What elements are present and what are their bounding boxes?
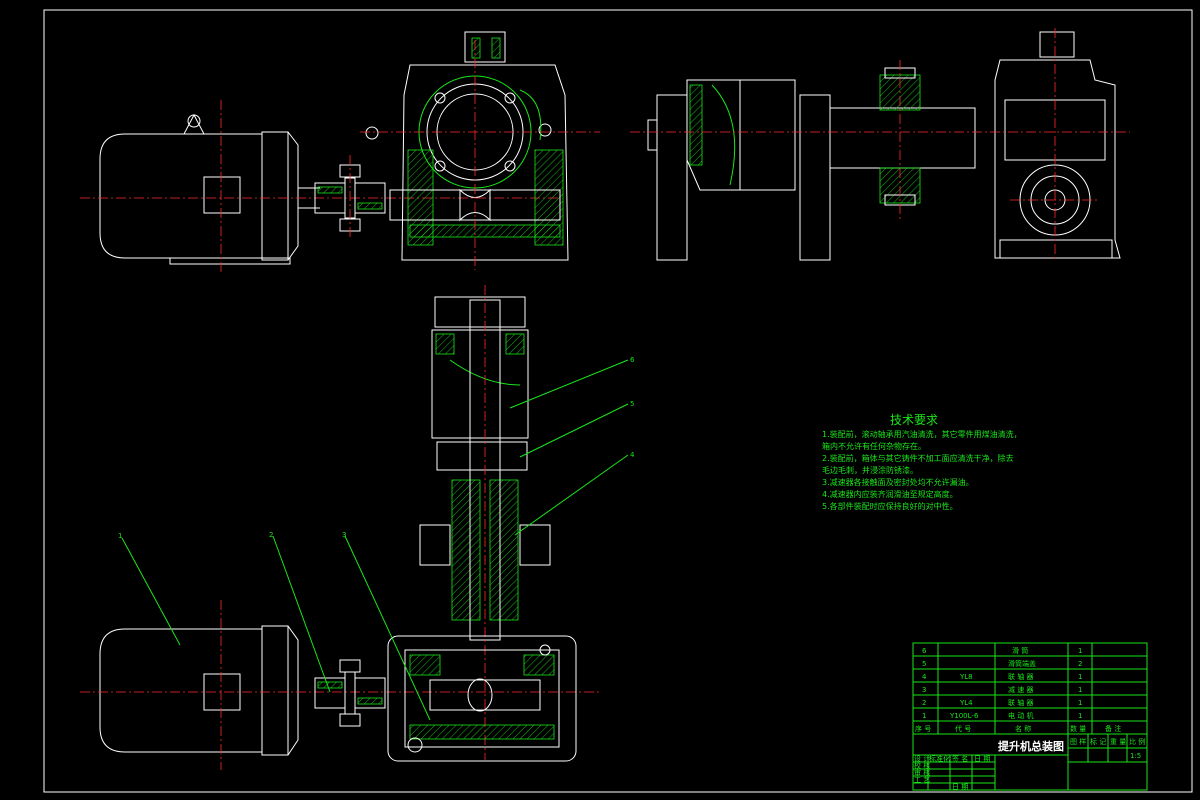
tech-line: 4.减速器内应装齐润滑油至规定高度。 [822, 489, 958, 499]
leader-label: 1 [118, 532, 122, 540]
bottom-motor-view [80, 600, 600, 770]
leader-lines [121, 359, 629, 721]
part-no: 2 [922, 699, 926, 707]
title-block-header: 重 量 [1110, 738, 1126, 746]
tech-line: 2.装配前，箱体与其它铸件不加工面应清洗干净，除去 [822, 453, 1014, 463]
tech-requirements-title: 技术要求 [890, 413, 938, 427]
top-side-view [630, 28, 1130, 261]
title-row: 设 计 [914, 754, 930, 763]
scale-value: 1:5 [1130, 752, 1141, 760]
part-name: 电 动 机 [1008, 711, 1033, 720]
tech-requirements: 技术要求 1.装配前，滚动轴承用汽油清洗，其它零件用煤油清洗， 箱内不允许有任何… [822, 413, 1022, 511]
header-qty: 数 量 [1070, 724, 1086, 733]
part-name: 减 速 器 [1008, 685, 1033, 694]
part-no: 4 [922, 673, 927, 681]
header-no: 序 号 [915, 724, 931, 733]
drawing-border [43, 9, 1193, 793]
part-qty: 1 [1078, 712, 1082, 720]
title-block-header: 标 记 [1090, 737, 1106, 746]
part-name: 联 轴 器 [1008, 672, 1033, 681]
bottom-reducer-plan [387, 635, 577, 762]
top-coupling [314, 155, 386, 240]
part-no: 6 [922, 647, 927, 655]
title-block-header: 比 例 [1129, 737, 1145, 746]
part-qty: 1 [1078, 673, 1082, 681]
part-name: 滑筒端盖 [1008, 659, 1036, 668]
leader-label: 3 [342, 531, 346, 539]
part-code: YL8 [959, 673, 973, 681]
leader-label: 4 [630, 451, 635, 459]
part-no: 5 [922, 660, 926, 668]
part-qty: 2 [1078, 660, 1082, 668]
title-row: 日 期 [952, 783, 968, 791]
tech-line: 3.减速器各接触面及密封处均不允许漏油。 [822, 477, 974, 487]
title-row: 校 核 [914, 761, 930, 770]
tech-line: 毛边毛刺，并浸涂防锈漆。 [822, 465, 918, 475]
header-name: 名 称 [1015, 724, 1031, 733]
part-name: 联 轴 器 [1008, 698, 1033, 707]
header-code: 代 号 [955, 724, 971, 733]
title-row: 审 核 [914, 768, 930, 777]
part-code: Y100L-6 [949, 712, 979, 720]
part-qty: 1 [1078, 686, 1082, 694]
part-no: 3 [922, 686, 926, 694]
header-note: 备 注 [1105, 724, 1121, 733]
tech-line: 箱内不允许有任何杂物存在。 [822, 441, 926, 451]
title-block-header: 图 样 [1070, 737, 1086, 746]
leader-label: 2 [269, 531, 273, 539]
tech-line: 1.装配前，滚动轴承用汽油清洗，其它零件用煤油清洗， [822, 429, 1022, 439]
center-column [419, 285, 551, 760]
part-qty: 1 [1078, 647, 1082, 655]
title-row: 签 名 [952, 754, 968, 763]
part-code: YL4 [959, 699, 973, 707]
top-reducer-section [360, 31, 600, 270]
tech-line: 5.各部件装配时应保持良好的对中性。 [822, 501, 958, 511]
title-row: 工 艺 [914, 776, 930, 784]
part-no: 1 [922, 712, 926, 720]
title-row: 日 期 [974, 755, 990, 763]
bottom-coupling [314, 659, 386, 727]
leader-label: 5 [630, 400, 634, 408]
top-motor-view [80, 100, 560, 275]
title-row: 标准化 [929, 754, 950, 763]
part-qty: 1 [1078, 699, 1082, 707]
parts-list [912, 642, 1148, 791]
drawing-title: 提升机总装图 [998, 739, 1064, 753]
part-name: 滑 筒 [1012, 646, 1028, 655]
leader-label: 6 [630, 356, 635, 364]
